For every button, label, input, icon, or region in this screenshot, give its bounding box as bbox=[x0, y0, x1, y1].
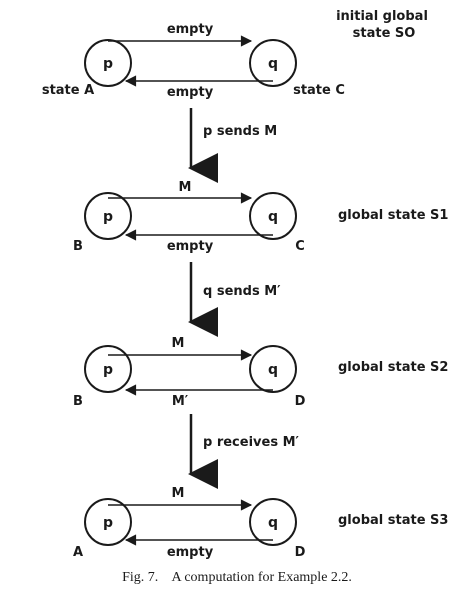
figure-number: Fig. 7. bbox=[122, 570, 159, 585]
figure-caption: Fig. 7. A computation for Example 2.2. bbox=[0, 570, 474, 586]
process-q-label: q bbox=[268, 515, 278, 531]
process-p-state: state A bbox=[42, 83, 94, 98]
process-q-node bbox=[249, 192, 297, 240]
channel-p-to-q-content: M bbox=[172, 336, 185, 351]
process-q-node bbox=[249, 39, 297, 87]
process-q-state: state C bbox=[293, 83, 345, 98]
process-p-node bbox=[84, 39, 132, 87]
channel-p-to-q-content: M bbox=[179, 180, 192, 195]
global-state-label: global state S2 bbox=[338, 360, 448, 375]
channel-q-to-p-content: empty bbox=[167, 545, 214, 560]
transition-2: q sends M′ bbox=[188, 262, 281, 337]
channel-q-to-p-content: empty bbox=[167, 85, 214, 100]
process-p-node bbox=[84, 192, 132, 240]
transition-3: p receives M′ bbox=[188, 414, 300, 489]
process-q-node bbox=[249, 345, 297, 393]
process-p-label: p bbox=[103, 209, 113, 225]
process-p-state: A bbox=[73, 545, 83, 560]
caption-text: A computation for Example 2.2. bbox=[171, 570, 352, 585]
stage-s3: p q M empty A D global state S3 bbox=[73, 486, 448, 560]
channel-q-to-p-content: empty bbox=[167, 239, 214, 254]
stage-s2: p q M M′ B D global state S2 bbox=[73, 336, 448, 409]
stage-s1: p q M empty B C global state S1 bbox=[73, 180, 448, 254]
transition-1: p sends M bbox=[188, 108, 277, 183]
process-p-label: p bbox=[103, 56, 113, 72]
process-q-label: q bbox=[268, 362, 278, 378]
process-q-label: q bbox=[268, 209, 278, 225]
caption-gap bbox=[158, 570, 171, 585]
process-p-state: B bbox=[73, 394, 83, 409]
process-q-label: q bbox=[268, 56, 278, 72]
global-state-label: initial global bbox=[336, 9, 428, 24]
process-p-label: p bbox=[103, 515, 113, 531]
process-q-state: C bbox=[295, 239, 305, 254]
transition-label: p sends M bbox=[203, 124, 277, 139]
transition-label: q sends M′ bbox=[203, 284, 281, 299]
transition-label: p receives M′ bbox=[203, 435, 300, 450]
process-q-state: D bbox=[295, 545, 306, 560]
channel-q-to-p-content: M′ bbox=[172, 394, 189, 409]
global-state-label: global state S1 bbox=[338, 208, 448, 223]
process-p-node bbox=[84, 498, 132, 546]
process-p-node bbox=[84, 345, 132, 393]
process-p-state: B bbox=[73, 239, 83, 254]
channel-p-to-q-content: empty bbox=[167, 22, 214, 37]
process-q-node bbox=[249, 498, 297, 546]
process-q-state: D bbox=[295, 394, 306, 409]
process-p-label: p bbox=[103, 362, 113, 378]
global-state-label: global state S3 bbox=[338, 513, 448, 528]
channel-p-to-q-content: M bbox=[172, 486, 185, 501]
global-state-label-line2: state SO bbox=[353, 26, 416, 41]
stage-initial: p q empty empty state A state C initial … bbox=[42, 9, 428, 100]
